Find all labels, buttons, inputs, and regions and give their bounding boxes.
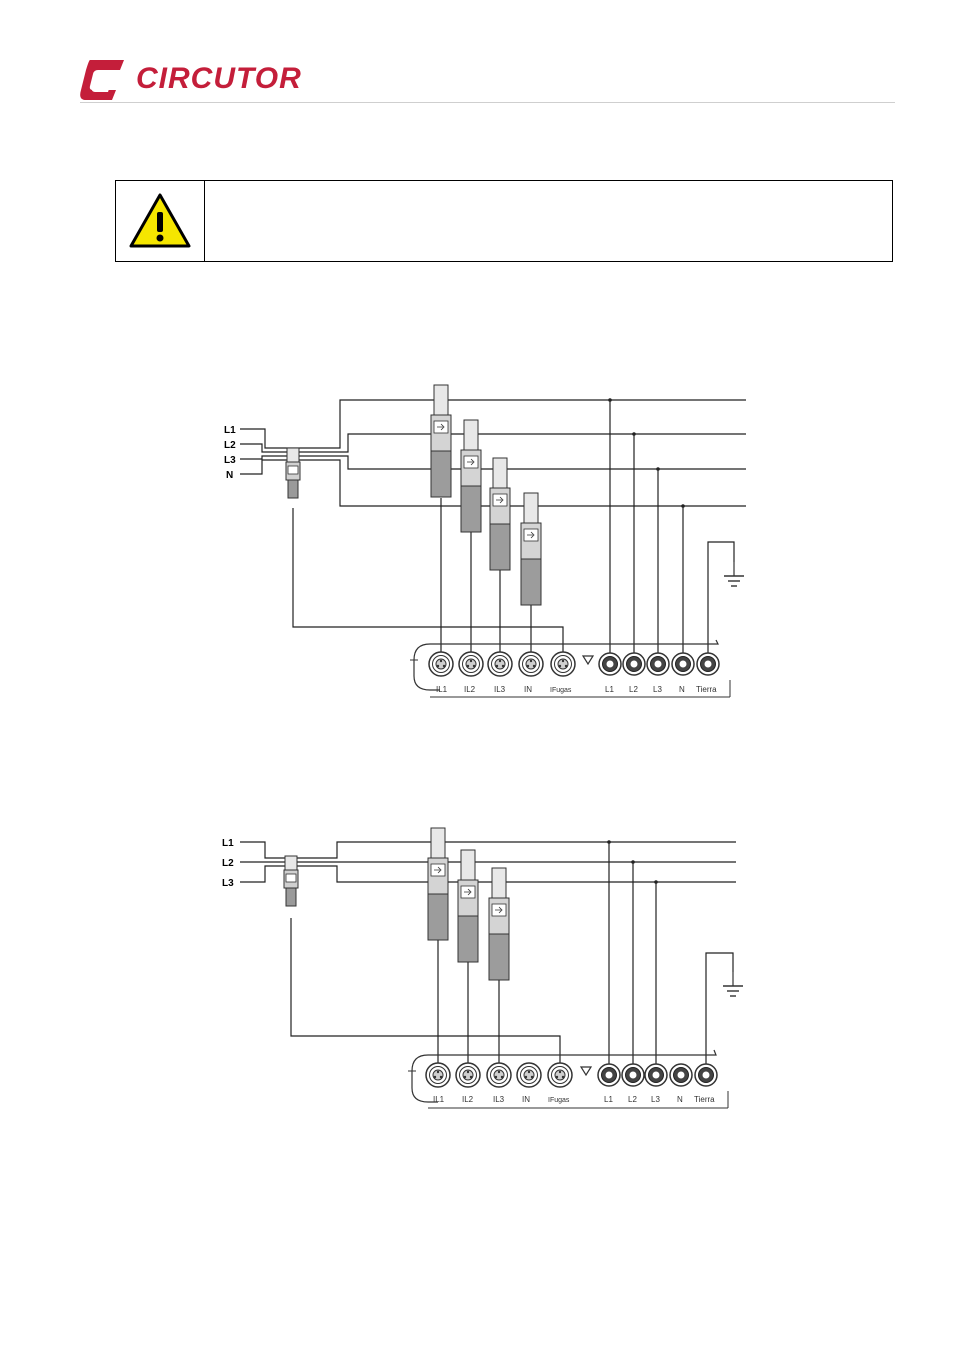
terminal-label: IL2 [462, 1095, 474, 1104]
terminal-label: L3 [653, 685, 662, 694]
terminal-label: IL3 [493, 1095, 505, 1104]
brand-name: CIRCUTOR [136, 62, 302, 95]
current-clamp-in [520, 492, 542, 606]
terminal-label: L1 [604, 1095, 613, 1104]
terminal-label: L2 [628, 1095, 637, 1104]
line-label: N [226, 470, 233, 481]
terminal-label: L1 [605, 685, 614, 694]
current-clamp-il1 [430, 384, 452, 498]
line-label: L1 [222, 838, 234, 849]
warning-triangle-icon [129, 193, 191, 248]
line-label: L2 [224, 440, 236, 451]
warning-box [115, 180, 893, 262]
line-label: L3 [222, 878, 234, 889]
leakage-clamp-1 [285, 447, 301, 499]
terminal-label: IL3 [494, 685, 506, 694]
line-label: L1 [224, 425, 236, 436]
leakage-clamp-2 [283, 855, 299, 907]
terminal-label: Tierra [694, 1095, 715, 1104]
current-clamp-il2 [460, 419, 482, 533]
circutor-logo-icon [80, 60, 124, 100]
instrument-panel-1: IL1 IL2 IL3 IN IFugas L1 L2 L3 N Tierra [410, 639, 731, 698]
terminal-label: L3 [651, 1095, 660, 1104]
terminal-label: IFugas [548, 1097, 570, 1104]
current-clamp-il3 [489, 457, 511, 571]
instrument-panel-2: IL1 IL2 IL3 IN IFugas L1 L2 L3 N Tierra [408, 1049, 729, 1109]
terminal-label: N [679, 685, 685, 694]
terminal-label: IN [524, 685, 532, 694]
line-label: L2 [222, 858, 234, 869]
terminal-label: IFugas [550, 687, 572, 694]
diagram-2-wires [240, 841, 736, 1074]
terminal-label: IL1 [433, 1095, 445, 1104]
terminal-label: IN [522, 1095, 530, 1104]
terminal-label: IL1 [436, 685, 448, 694]
terminal-label: L2 [629, 685, 638, 694]
header-divider [80, 102, 895, 103]
warning-icon-cell [116, 181, 205, 261]
terminal-label: IL2 [464, 685, 476, 694]
terminal-label: Tierra [696, 685, 717, 694]
current-clamp-il3 [488, 867, 510, 981]
header: CIRCUTOR [80, 56, 302, 102]
line-label: L3 [224, 455, 236, 466]
terminal-label: N [677, 1095, 683, 1104]
current-clamp-il2 [457, 849, 479, 963]
current-clamp-il1 [427, 827, 449, 941]
diagram-1-wires [240, 399, 746, 660]
